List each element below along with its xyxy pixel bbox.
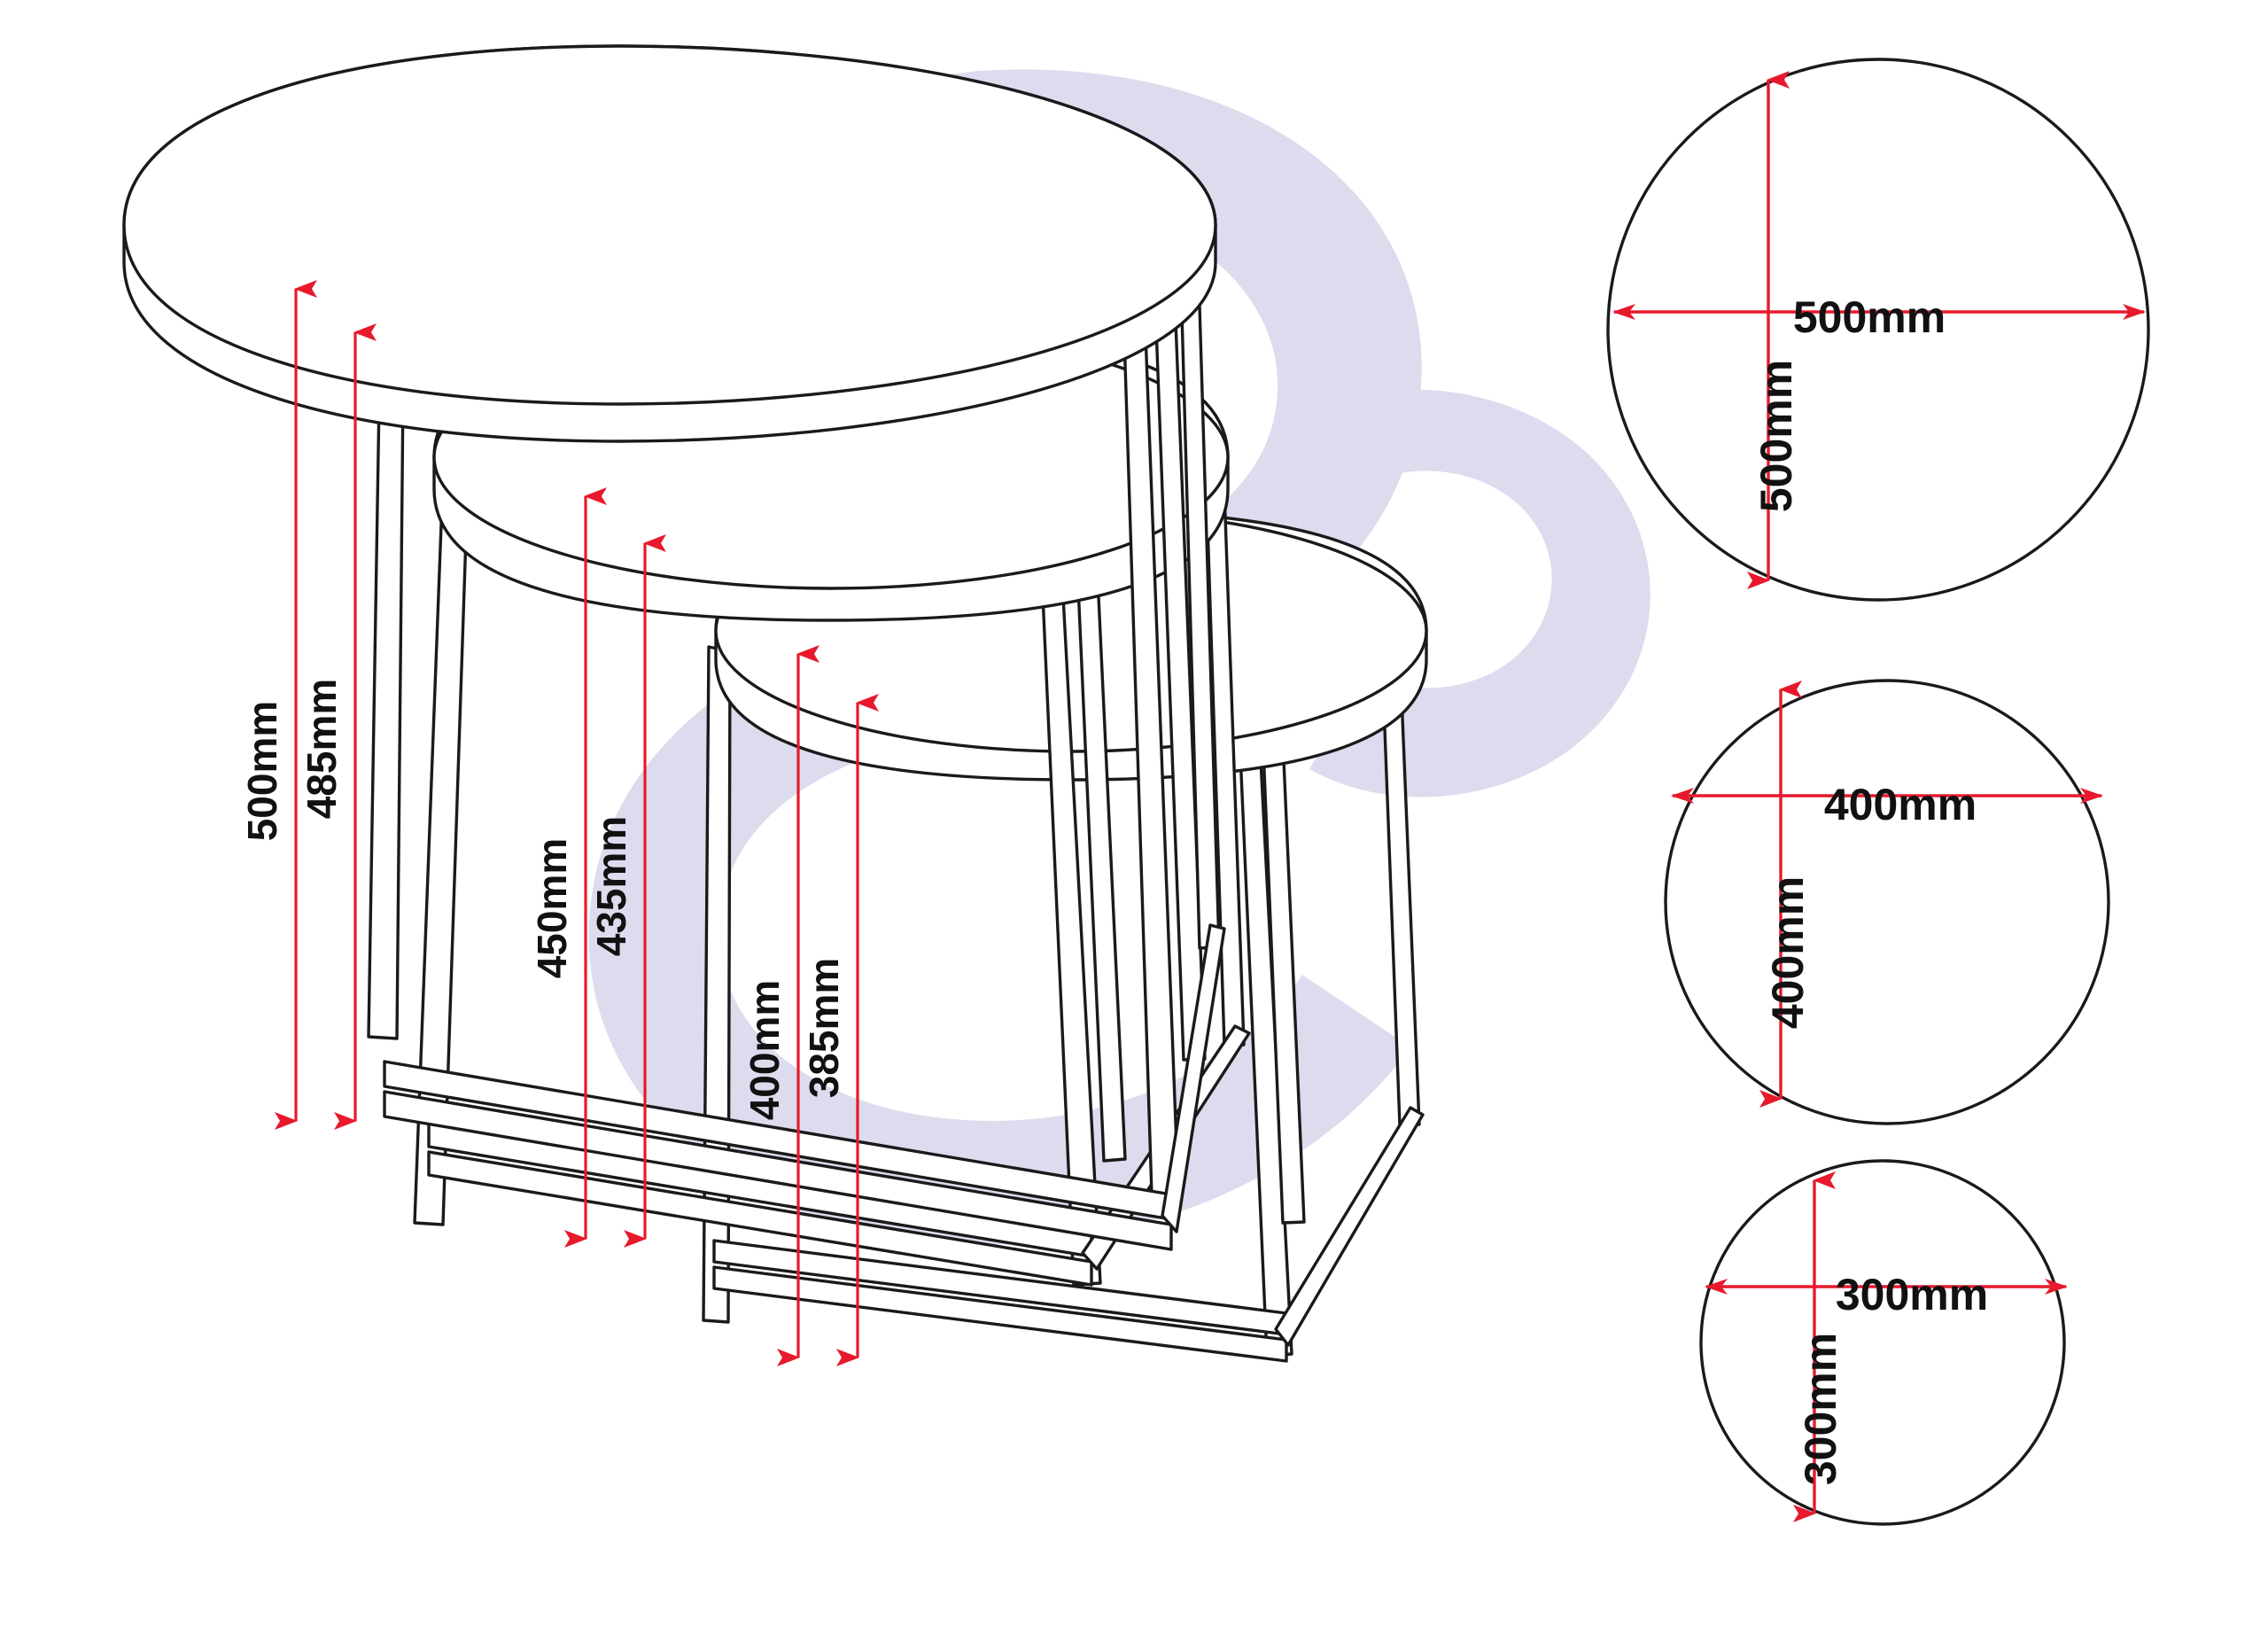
dim-label-435mm-height: 435mm xyxy=(588,816,634,957)
height-dimension-labels: 500mm 485mm 450mm 435mm 400mm 385mm xyxy=(239,679,847,1121)
height-dimensions-group xyxy=(275,280,879,1366)
plan-circle-300-outline xyxy=(1699,1159,2066,1526)
plan-400-horizontal-label: 400mm xyxy=(1824,780,1977,829)
plan-view-400: 400mm 400mm xyxy=(1664,679,2110,1125)
plan-300-horizontal-label: 300mm xyxy=(1836,1270,1988,1319)
plan-300-vertical-label: 300mm xyxy=(1796,1333,1845,1485)
plan-circle-400-outline xyxy=(1664,679,2110,1125)
dim-label-485mm-height: 485mm xyxy=(299,679,345,820)
plan-500-vertical-label: 500mm xyxy=(1751,360,1801,512)
dim-label-500mm-height: 500mm xyxy=(239,701,285,842)
plan-circle-500-outline xyxy=(1606,58,2150,602)
plan-view-300: 300mm 300mm xyxy=(1699,1159,2068,1526)
plan-500-horizontal-label: 500mm xyxy=(1793,292,1946,342)
plan-400-vertical-label: 400mm xyxy=(1763,876,1813,1029)
dim-label-385mm-height: 385mm xyxy=(801,958,847,1099)
large-table-group xyxy=(122,44,1226,1251)
dim-label-400mm-height: 400mm xyxy=(742,980,788,1121)
plan-view-500: 500mm 500mm xyxy=(1606,58,2150,602)
dim-label-450mm-height: 450mm xyxy=(529,838,575,979)
